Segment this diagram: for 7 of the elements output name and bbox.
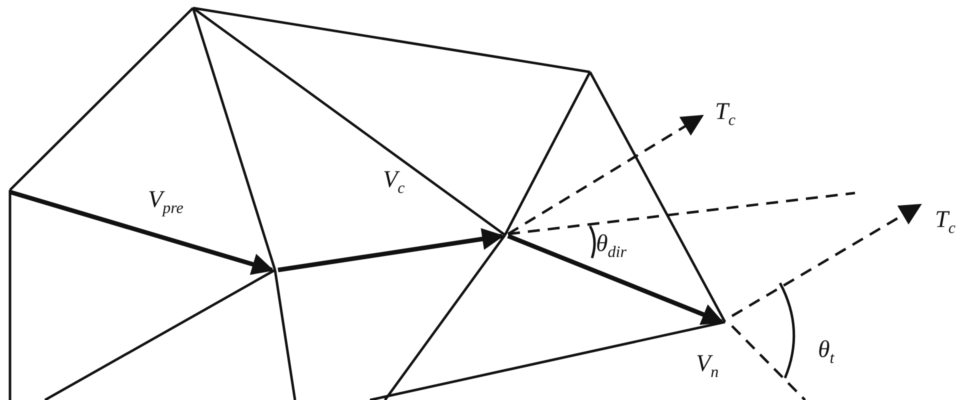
math-label: T$_{c}$ — [715, 100, 736, 129]
math-label: T$_{c}$ — [935, 208, 956, 237]
math-label: θ$_{t}$ — [818, 338, 834, 367]
math-label: V$_{c}$ — [383, 168, 405, 197]
math-label: V$_{n}$ — [696, 352, 719, 381]
math-label: θ$_{dir}$ — [596, 232, 626, 261]
math-label: V$_{pre}$ — [148, 188, 184, 217]
